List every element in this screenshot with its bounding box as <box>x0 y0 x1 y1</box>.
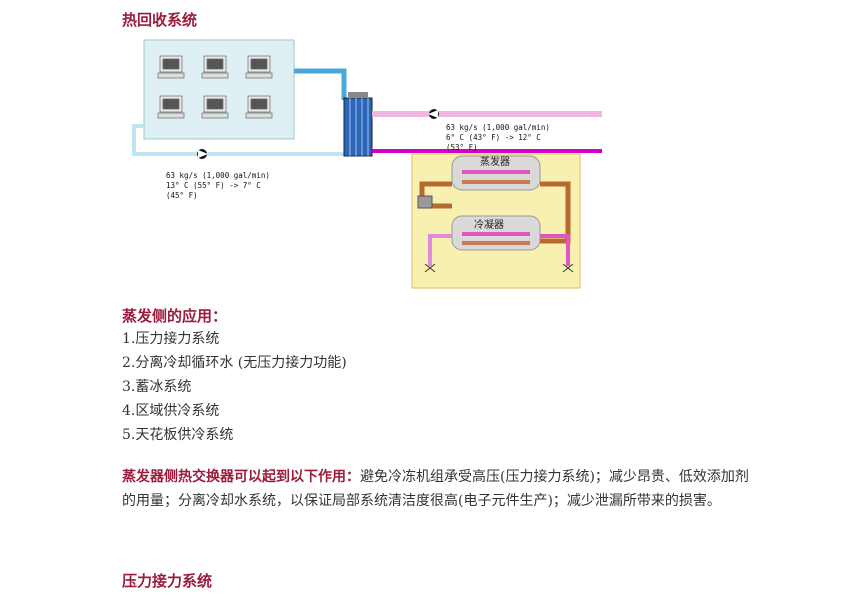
list-item: 3.蓄冰系统 <box>122 379 192 395</box>
condenser-pipe-left <box>428 234 452 266</box>
evaporator <box>451 155 541 191</box>
refrigerant-loop-left <box>419 181 452 209</box>
paragraph-lead: 蒸发器侧热交换器可以起到以下作用： <box>122 469 360 485</box>
evaporator-label: 蒸发器 <box>480 155 510 168</box>
condenser-label: 冷凝器 <box>474 218 504 231</box>
applications-list: 1.压力接力系统 2.分离冷却循环水 (无压力接力功能) 3.蓄冰系统 4.区域… <box>122 327 347 447</box>
list-item: 4.区域供冷系统 <box>122 403 220 419</box>
left-flow-temp: 13° C (55° F) -> 7° C <box>166 181 261 190</box>
condenser <box>451 215 541 251</box>
building-block <box>143 39 295 140</box>
left-flow-rate: 63 kg/s (1,000 gal/min) <box>166 171 270 180</box>
return-pipe <box>132 124 352 156</box>
applications-heading: 蒸发侧的应用： <box>122 307 228 325</box>
plate-heat-exchanger <box>343 92 373 157</box>
refrigerant-loop-right <box>540 181 571 244</box>
condenser-pipe-right <box>540 234 570 266</box>
page-title: 热回收系统 <box>122 11 198 29</box>
list-item: 1.压力接力系统 <box>122 331 220 347</box>
valve-icon-left <box>424 263 436 273</box>
heat-recovery-diagram: 蒸发器 冷凝器 63 kg/s (1,000 gal/min) 6° C (43… <box>132 39 602 289</box>
right-flow-temp: 6° C (43° F) -> 12° C <box>446 133 541 142</box>
list-item: 5.天花板供冷系统 <box>122 427 234 443</box>
evaporator-paragraph: 蒸发器侧热交换器可以起到以下作用：避免冷冻机组承受高压(压力接力系统)；减少昂贵… <box>122 465 762 513</box>
paragraph-body: 避免冷冻机组承受高压(压力接力系统)；减少昂贵、低效添加剂的用量；分离冷却水系统… <box>122 469 749 509</box>
supply-pipe <box>294 68 347 100</box>
right-flow-temp-f: (53° F) <box>446 143 478 152</box>
valve-icon-right <box>562 263 574 273</box>
section-heading: 压力接力系统 <box>122 572 213 590</box>
right-flow-rate: 63 kg/s (1,000 gal/min) <box>446 123 550 132</box>
computer-grid <box>157 55 273 119</box>
left-flow-temp-f: (45° F) <box>166 191 198 200</box>
list-item: 2.分离冷却循环水 (无压力接力功能) <box>122 355 347 371</box>
